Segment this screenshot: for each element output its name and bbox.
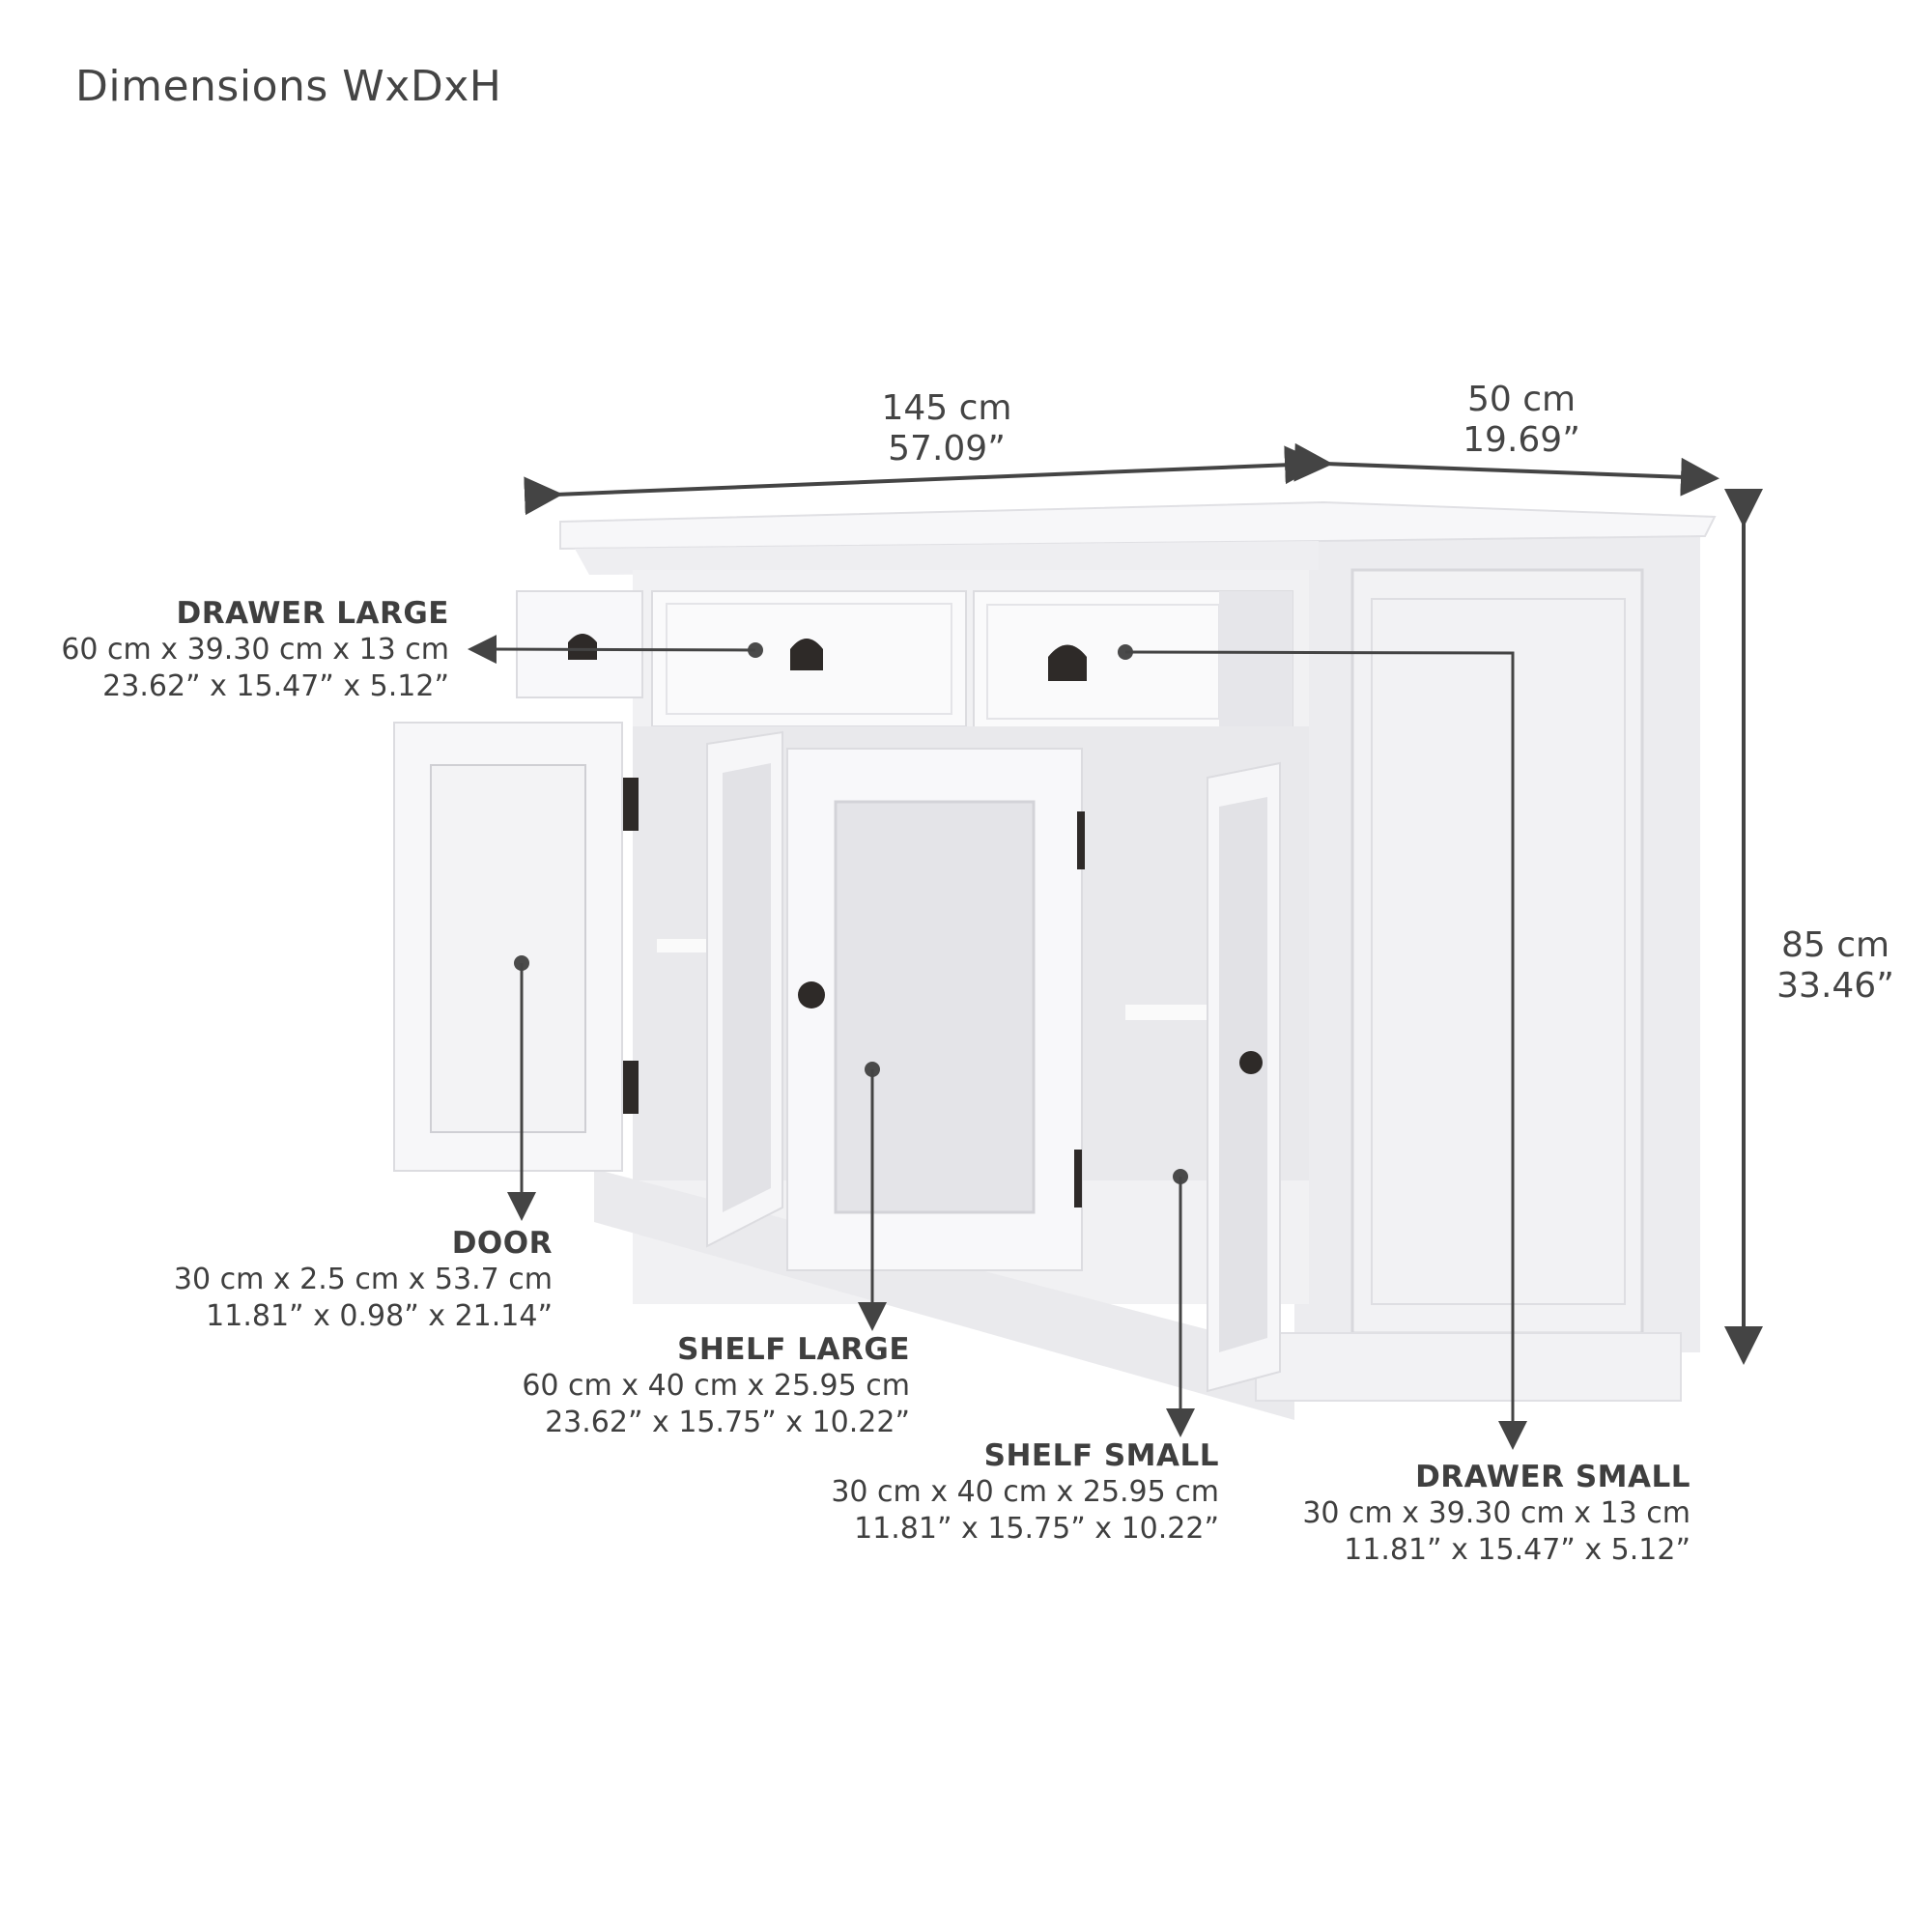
callout-imperial: 11.81” x 0.98” x 21.14” — [206, 1299, 553, 1333]
height-label: 85 cm 33.46” — [1758, 925, 1913, 1007]
callout-leader-drawer-small — [1118, 644, 1527, 1450]
door-glass-left — [706, 730, 783, 1248]
hinge-icon — [623, 778, 639, 831]
door-glass-right — [1207, 761, 1281, 1393]
hinge-icon — [1074, 1150, 1082, 1208]
callout-imperial: 23.62” x 15.75” x 10.22” — [545, 1406, 910, 1439]
callout-shelf-small: SHELF SMALL 30 cm x 40 cm x 25.95 cm 11.… — [775, 1437, 1219, 1548]
width-label: 145 cm 57.09” — [850, 388, 1043, 469]
callout-heading: DOOR — [451, 1226, 553, 1261]
cup-handle-icon — [790, 639, 823, 670]
door-left-open — [393, 722, 639, 1172]
hinge-icon — [1077, 811, 1085, 869]
callout-leader-shelf-small — [1166, 1169, 1195, 1437]
cup-handle-icon — [568, 634, 597, 660]
callout-imperial: 11.81” x 15.75” x 10.22” — [854, 1512, 1219, 1546]
drawer-middle — [651, 590, 967, 727]
depth-label: 50 cm 19.69” — [1425, 380, 1618, 461]
width-cm: 145 cm — [881, 388, 1012, 428]
callout-heading: SHELF LARGE — [677, 1332, 910, 1367]
width-in: 57.09” — [888, 429, 1006, 469]
callout-drawer-large: DRAWER LARGE 60 cm x 39.30 cm x 13 cm 23… — [5, 595, 449, 705]
callout-imperial: 11.81” x 15.47” x 5.12” — [1344, 1533, 1690, 1567]
callout-leader-shelf-large — [858, 1062, 887, 1331]
callout-imperial: 23.62” x 15.47” x 5.12” — [102, 669, 449, 703]
door-glass-center — [786, 748, 1085, 1271]
callout-metric: 60 cm x 40 cm x 25.95 cm — [522, 1369, 910, 1403]
depth-cm: 50 cm — [1466, 380, 1577, 419]
callout-heading: SHELF SMALL — [983, 1438, 1219, 1473]
callout-metric: 60 cm x 39.30 cm x 13 cm — [61, 633, 449, 667]
cup-handle-icon — [1048, 644, 1087, 681]
height-cm: 85 cm — [1780, 925, 1890, 965]
callout-shelf-large: SHELF LARGE 60 cm x 40 cm x 25.95 cm 23.… — [466, 1331, 910, 1441]
callout-metric: 30 cm x 39.30 cm x 13 cm — [1302, 1496, 1690, 1530]
callout-leader-door — [507, 955, 536, 1221]
depth-in: 19.69” — [1463, 420, 1580, 460]
callout-metric: 30 cm x 40 cm x 25.95 cm — [831, 1475, 1219, 1509]
cabinet-top — [559, 500, 1717, 575]
cabinet-side-panel — [1294, 526, 1700, 1352]
knob-icon — [1239, 1051, 1263, 1074]
drawer-right — [973, 590, 1293, 732]
callout-drawer-small: DRAWER SMALL 30 cm x 39.30 cm x 13 cm 11… — [1246, 1459, 1690, 1569]
height-in: 33.46” — [1776, 966, 1894, 1006]
knob-icon — [798, 981, 825, 1009]
depth-dimension-arrow — [1293, 442, 1719, 497]
callout-heading: DRAWER SMALL — [1415, 1460, 1690, 1494]
callout-leader-drawer-large — [468, 635, 763, 665]
callout-metric: 30 cm x 2.5 cm x 53.7 cm — [173, 1263, 553, 1296]
page-title: Dimensions WxDxH — [75, 62, 502, 111]
hinge-icon — [623, 1061, 639, 1114]
width-dimension-arrow — [524, 445, 1323, 516]
callout-door: DOOR 30 cm x 2.5 cm x 53.7 cm 11.81” x 0… — [108, 1225, 553, 1335]
drawer-left — [516, 590, 643, 698]
callout-heading: DRAWER LARGE — [176, 596, 449, 631]
